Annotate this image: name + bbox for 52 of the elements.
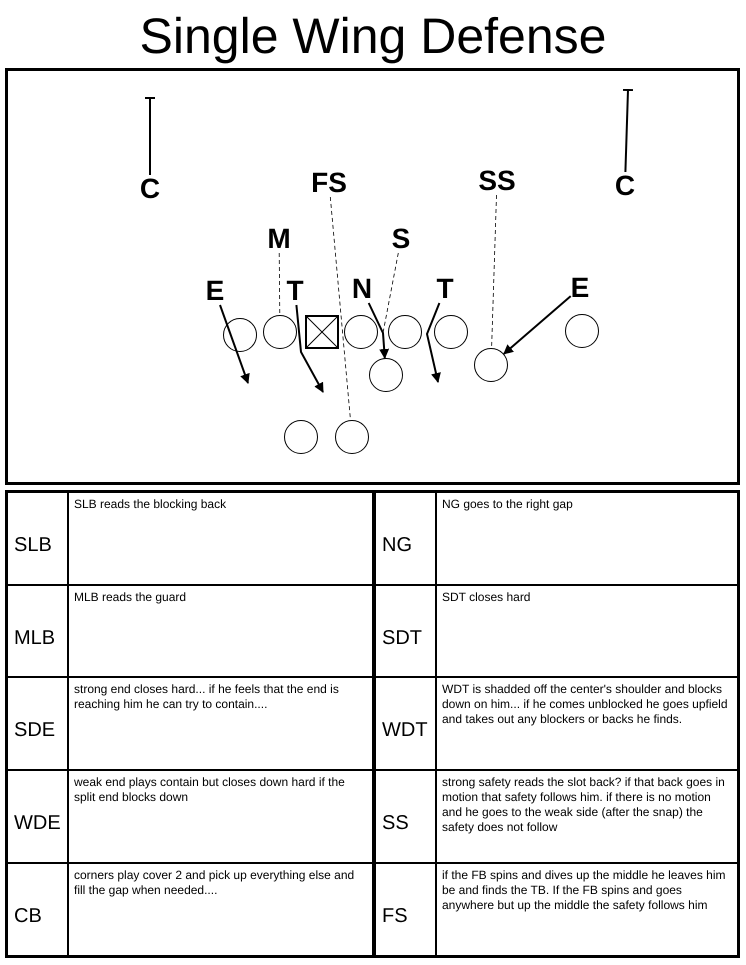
- position-cell: SDT: [375, 585, 436, 677]
- player-circle: [388, 315, 422, 349]
- arrow: [426, 302, 441, 383]
- arrow: [295, 304, 324, 393]
- player-circle: [474, 348, 508, 382]
- player-circle: [565, 314, 599, 348]
- position-letter: SS: [478, 167, 516, 195]
- position-cell: NG: [375, 490, 436, 585]
- position-letter: E: [206, 277, 224, 305]
- description-cell: MLB reads the guard: [68, 585, 375, 677]
- description-cell: if the FB spins and dives up the middle he leaves him be and finds the TB. If the FB spins and goes anywhere but up the middle the safety follows him: [436, 863, 740, 958]
- position-cell: WDE: [5, 770, 68, 863]
- description-cell: SDT closes hard: [436, 585, 740, 677]
- title: Single Wing Defense: [138, 7, 608, 66]
- position-cell: SDE: [5, 677, 68, 770]
- player-circle: [335, 420, 369, 454]
- description-cell: SLB reads the blocking back: [68, 490, 375, 585]
- position-letter: T: [436, 275, 454, 303]
- dashed-line: [278, 252, 280, 316]
- position-letter: M: [267, 225, 291, 253]
- description-cell: strong safety reads the slot back? if that back goes in motion that safety follows him. if there is no motion and he goes to the weak side (after the snap) the safety does not follow: [436, 770, 740, 863]
- description-cell: NG goes to the right gap: [436, 490, 740, 585]
- player-circle: [434, 315, 468, 349]
- player-circle: [223, 318, 257, 352]
- player-circle: [284, 420, 318, 454]
- position-letter: T: [286, 277, 304, 305]
- description-cell: strong end closes hard... if he feels that the end is reaching him he can try to contain....: [68, 677, 375, 770]
- position-letter: C: [140, 175, 160, 203]
- player-circle: [263, 315, 297, 349]
- arrow: [503, 295, 572, 355]
- description-cell: corners play cover 2 and pick up everything else and fill the gap when needed....: [68, 863, 375, 958]
- position-cell: SLB: [5, 490, 68, 585]
- arrow: [219, 304, 250, 384]
- position-cell: SS: [375, 770, 436, 863]
- dashed-line: [491, 194, 497, 348]
- position-cell: WDT: [375, 677, 436, 770]
- player-circle: [369, 358, 403, 392]
- description-cell: WDT is shadded off the center's shoulder and blocks down on him... if he comes unblocked he goes upfield and takes out any blockers or backs he finds.: [436, 677, 740, 770]
- arrow: [368, 302, 390, 359]
- position-letter: E: [570, 274, 590, 302]
- position-letter: S: [392, 225, 410, 253]
- center-square: [305, 315, 339, 349]
- description-cell: weak end plays contain but closes down hard if the split end blocks down: [68, 770, 375, 863]
- t-line: [145, 97, 155, 175]
- position-letter: C: [614, 172, 636, 200]
- t-line: [622, 88, 634, 172]
- position-letter: FS: [311, 169, 347, 197]
- player-circle: [344, 315, 378, 349]
- position-cell: CB: [5, 863, 68, 958]
- position-cell: MLB: [5, 585, 68, 677]
- position-letter: N: [352, 275, 372, 303]
- position-cell: FS: [375, 863, 436, 958]
